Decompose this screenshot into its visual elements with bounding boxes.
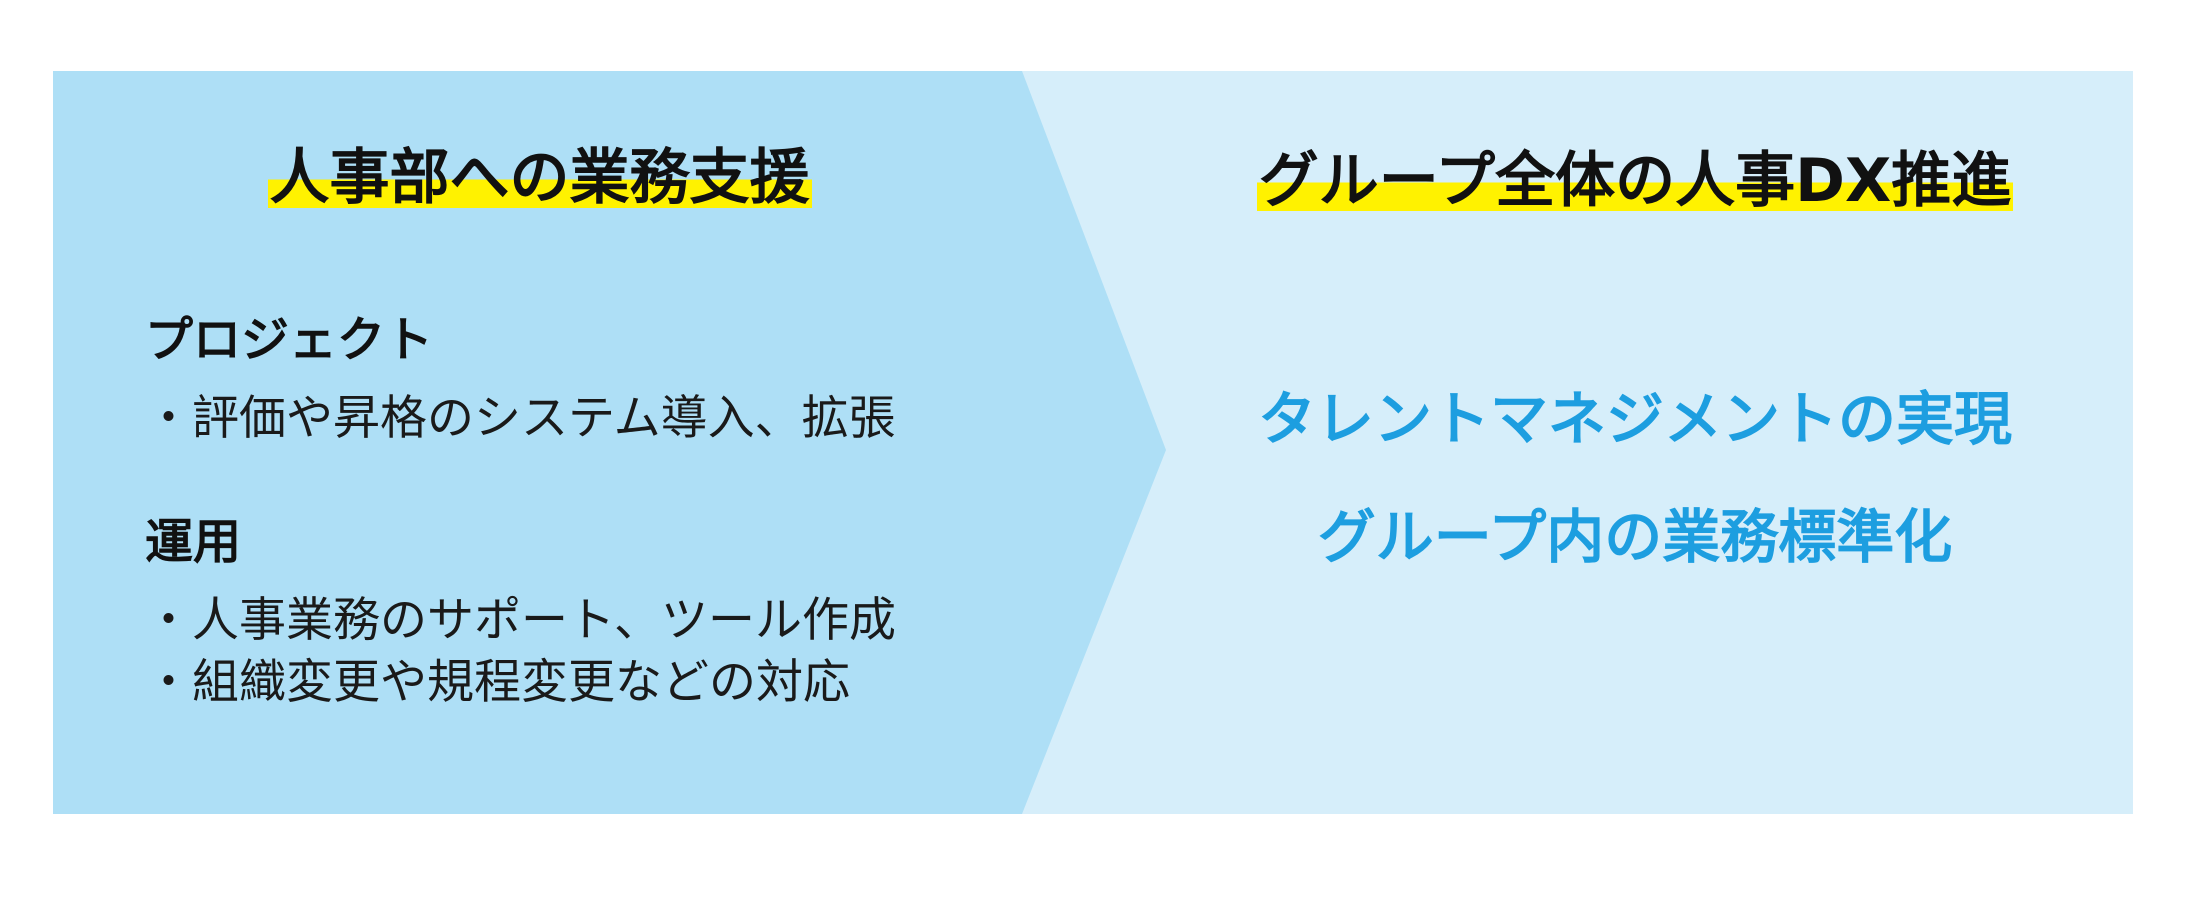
left-heading-text: 人事部への業務支援 xyxy=(267,142,812,214)
left-heading: 人事部への業務支援 xyxy=(53,142,1026,214)
list-item: ・組織変更や規程変更などの対応 xyxy=(145,655,850,710)
right-content: タレントマネジメントの実現 グループ内の業務標準化 xyxy=(1085,385,2185,571)
right-heading: グループ全体の人事DX推進 xyxy=(1220,145,2050,217)
left-content: プロジェクト ・評価や昇格のシステム導入、拡張 運用 ・人事業務のサポート、ツー… xyxy=(145,310,1005,714)
section-label: 運用 xyxy=(145,514,242,570)
goal-item: グループ内の業務標準化 xyxy=(1317,503,1953,571)
list-item: ・評価や昇格のシステム導入、拡張 xyxy=(145,391,896,446)
section-label: プロジェクト xyxy=(145,312,434,368)
right-heading-text: グループ全体の人事DX推進 xyxy=(1256,145,2014,217)
left-arrow-panel xyxy=(53,71,1166,814)
section-operation: 運用 ・人事業務のサポート、ツール作成 ・組織変更や規程変更などの対応 xyxy=(145,512,1005,714)
goal-item: タレントマネジメントの実現 xyxy=(1257,385,2012,453)
section-project: プロジェクト ・評価や昇格のシステム導入、拡張 xyxy=(145,310,1005,450)
list-item: ・人事業務のサポート、ツール作成 xyxy=(145,593,897,648)
